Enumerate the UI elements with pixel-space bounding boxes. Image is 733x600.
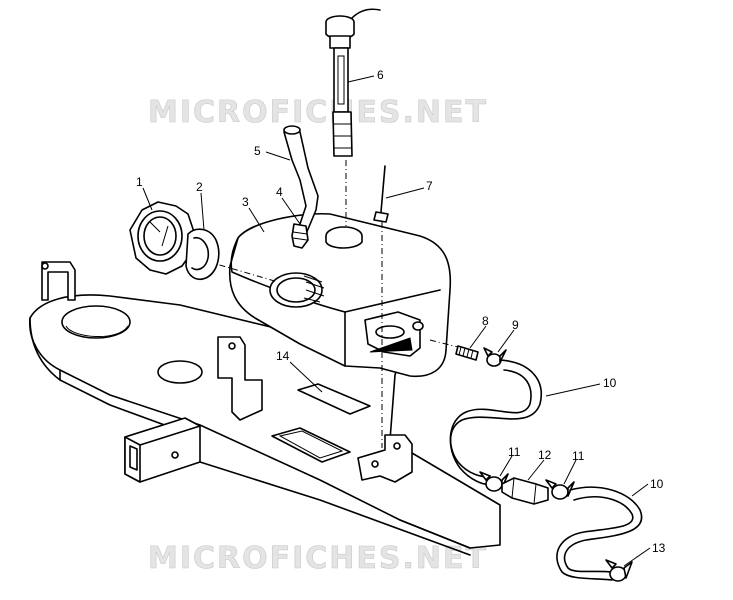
callout-2: 2 xyxy=(196,180,203,194)
callout-9: 9 xyxy=(512,318,519,332)
callout-3: 3 xyxy=(242,195,249,209)
callout-12: 12 xyxy=(538,448,552,462)
callout-10-upper: 10 xyxy=(603,376,617,390)
fuel-fitting xyxy=(455,345,479,361)
tank-pad xyxy=(297,383,371,415)
callout-5: 5 xyxy=(254,144,261,158)
callout-7: 7 xyxy=(426,179,433,193)
leader-lines xyxy=(142,75,651,567)
callout-13: 13 xyxy=(652,541,666,555)
watermark-top: MICROFICHES.NET xyxy=(148,95,488,130)
callout-8: 8 xyxy=(482,314,489,328)
fuel-sender xyxy=(325,8,381,157)
filler-gasket xyxy=(185,228,220,281)
callout-1: 1 xyxy=(136,175,143,189)
tank-screw xyxy=(373,165,389,223)
fuel-filter xyxy=(501,477,549,505)
callout-14: 14 xyxy=(276,349,290,363)
direction-arrow xyxy=(369,337,413,353)
hose-clamp-lower xyxy=(605,559,633,582)
callout-labels: 1 2 3 4 5 6 7 8 9 10 11 12 11 10 13 14 xyxy=(136,68,666,555)
watermark-bottom: MICROFICHES.NET xyxy=(148,541,488,576)
callout-6: 6 xyxy=(377,68,384,82)
callout-11-left: 11 xyxy=(508,445,521,459)
hose-clamp-upper xyxy=(483,347,507,367)
callout-4: 4 xyxy=(276,185,283,199)
fuel-line-upper xyxy=(449,359,542,486)
vent-valve xyxy=(291,223,309,249)
vent-hose xyxy=(283,125,319,235)
fuel-line-lower xyxy=(556,486,643,581)
callout-10-lower: 10 xyxy=(650,477,664,491)
fuel-cap xyxy=(129,201,195,275)
callout-11-right: 11 xyxy=(572,449,585,463)
